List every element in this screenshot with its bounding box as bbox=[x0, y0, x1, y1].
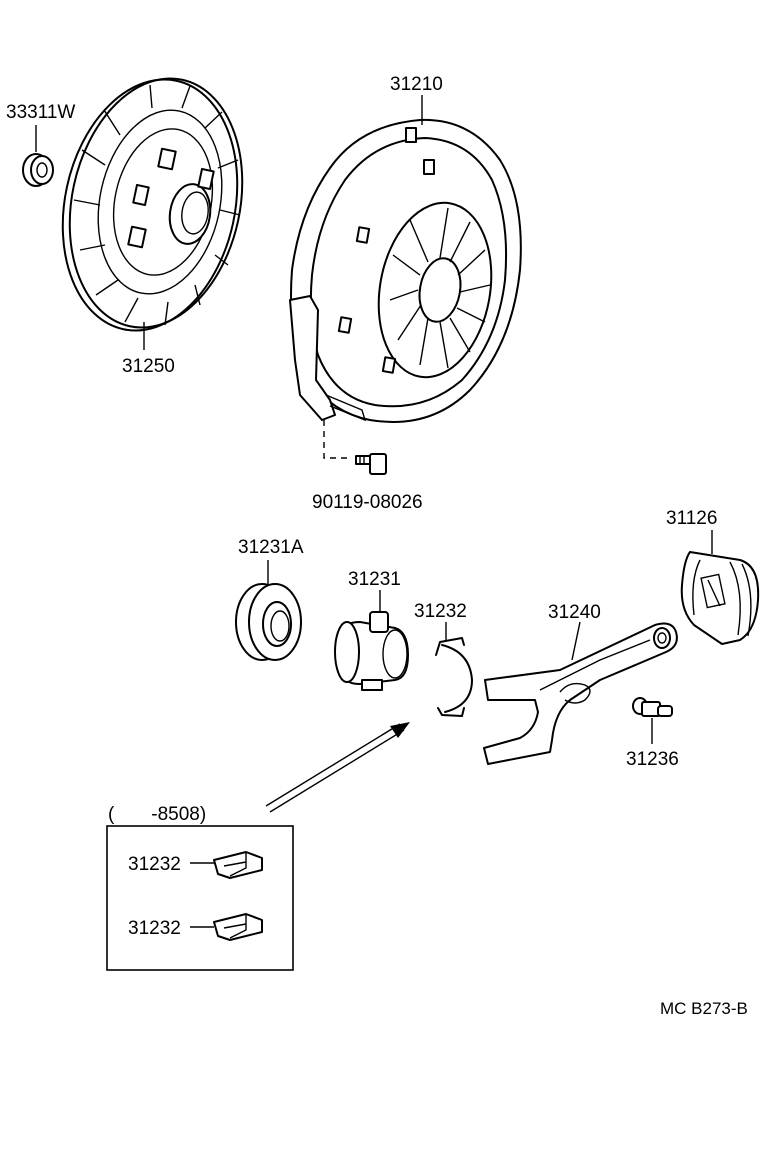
label-inset-31232-1: 31232 bbox=[128, 854, 181, 875]
inset-period-label: ( -8508) bbox=[108, 804, 206, 825]
label-90119-08026: 90119-08026 bbox=[312, 492, 423, 513]
inset-clip-1[interactable] bbox=[213, 851, 263, 879]
inset-box bbox=[106, 825, 294, 971]
inset-clip-2[interactable] bbox=[213, 913, 263, 941]
label-31250: 31250 bbox=[122, 356, 175, 377]
clutch-disc[interactable] bbox=[40, 62, 264, 347]
bolt-dashed-leader bbox=[323, 420, 352, 459]
release-bearing[interactable] bbox=[235, 583, 302, 661]
release-hub[interactable] bbox=[334, 611, 409, 691]
drawing-number: MC B273-B bbox=[660, 999, 748, 1018]
release-fork[interactable] bbox=[483, 622, 678, 765]
bolt[interactable] bbox=[355, 453, 387, 475]
label-31126: 31126 bbox=[666, 508, 717, 529]
label-31232: 31232 bbox=[414, 601, 467, 622]
label-31231a: 31231A bbox=[238, 537, 304, 558]
label-31231: 31231 bbox=[348, 569, 401, 590]
clutch-cover[interactable] bbox=[289, 118, 522, 423]
inset-arrow bbox=[265, 722, 410, 813]
label-inset-31232-2: 31232 bbox=[128, 918, 181, 939]
label-33311w: 33311W bbox=[6, 102, 75, 123]
label-31236: 31236 bbox=[626, 749, 679, 770]
label-31210: 31210 bbox=[390, 74, 443, 95]
leader-31240 bbox=[571, 621, 581, 661]
label-31240: 31240 bbox=[548, 602, 601, 623]
release-clip[interactable] bbox=[435, 637, 473, 717]
pilot-bearing[interactable] bbox=[22, 153, 54, 187]
fork-support[interactable] bbox=[632, 697, 673, 717]
release-fork-boot[interactable] bbox=[680, 551, 760, 645]
